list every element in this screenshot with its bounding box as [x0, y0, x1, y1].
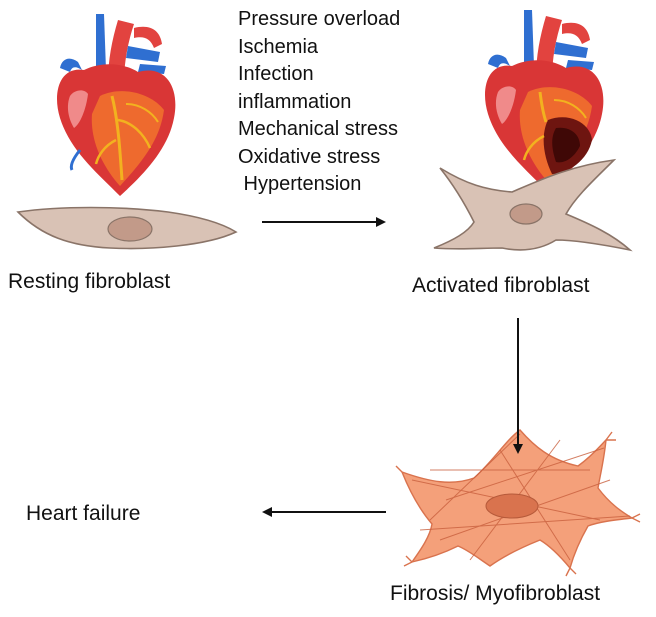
activated-fibroblast-label: Activated fibroblast — [412, 274, 590, 297]
heart-failure-label: Heart failure — [26, 502, 141, 525]
healthy-heart-icon — [57, 14, 176, 196]
stimulus-item: Mechanical stress — [238, 118, 399, 140]
stimulus-item: inflammation — [238, 90, 352, 113]
stimulus-item: Oxidative stress — [238, 145, 381, 168]
stimuli-list: Pressure overload Ischemia Infection inf… — [238, 6, 400, 199]
stimulus-item: Hypertension — [238, 173, 362, 195]
activated-fibroblast-nucleus — [509, 203, 543, 225]
stimulus-item: Pressure overload — [238, 8, 401, 30]
resting-fibroblast-nucleus — [107, 216, 153, 242]
activated-fibroblast-cell — [433, 158, 633, 252]
myofibroblast-label: Fibrosis/ Myofibroblast — [390, 582, 601, 605]
stimulus-item: Ischemia — [238, 35, 319, 58]
resting-fibroblast-label: Resting fibroblast — [8, 270, 171, 293]
stimulus-item: Infection — [238, 63, 314, 85]
damaged-heart-icon — [485, 10, 604, 192]
myofibroblast-cell — [395, 429, 641, 577]
myofibroblast-nucleus — [485, 493, 539, 519]
resting-fibroblast-cell — [16, 206, 238, 250]
